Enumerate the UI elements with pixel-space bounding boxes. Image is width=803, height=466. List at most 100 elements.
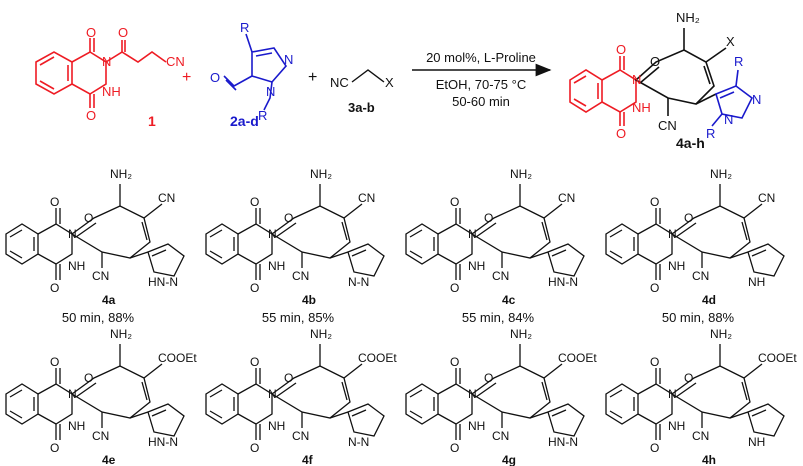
reagent-3-nc: NC: [330, 75, 349, 90]
n-label: N: [468, 387, 477, 401]
conditions-line-3: 50-60 min: [452, 94, 510, 109]
product-r-bottom: R: [706, 126, 715, 141]
reagent-3: NC X 3a-b: [330, 69, 394, 115]
o-top-label: O: [450, 195, 459, 209]
reagent-1-cn: CN: [166, 54, 185, 69]
pyrazole-label: HN-N: [148, 435, 178, 449]
product-4h: NH₂OOONNHCNCOOEtNH4h55 min, 86%: [605, 327, 797, 466]
pyrazole-label: HN-N: [548, 435, 578, 449]
pyrazole-label: HN-N: [548, 275, 578, 289]
conditions-line-1: 20 mol%, L-Proline: [426, 50, 536, 65]
o-ring-label: O: [284, 211, 293, 225]
substituent-label: CN: [558, 191, 575, 205]
o-top-label: O: [250, 355, 259, 369]
reagent-2-r-top: R: [240, 20, 249, 35]
o-bottom-label: O: [650, 281, 659, 295]
o-top-label: O: [250, 195, 259, 209]
nh-label: NH: [268, 259, 285, 273]
o-ring-label: O: [484, 211, 493, 225]
o-bottom-label: O: [450, 281, 459, 295]
n-label: N: [668, 387, 677, 401]
nh2-label: NH₂: [310, 167, 332, 181]
nh-label: NH: [668, 419, 685, 433]
product-nh2: NH₂: [676, 10, 700, 25]
reagent-1-nh: NH: [102, 84, 121, 99]
reagent-3-label: 3a-b: [348, 100, 375, 115]
time-yield: 50 min, 88%: [62, 310, 135, 325]
compound-id: 4e: [102, 453, 116, 466]
substituent-label: COOEt: [158, 351, 197, 365]
reagent-1-o-top: O: [86, 25, 96, 40]
n-label: N: [668, 227, 677, 241]
o-ring-label: O: [284, 371, 293, 385]
o-top-label: O: [650, 355, 659, 369]
o-bottom-label: O: [250, 441, 259, 455]
nh-label: NH: [468, 419, 485, 433]
product-o-bottom: O: [616, 126, 626, 141]
pyrazole-label: N-N: [348, 435, 369, 449]
time-yield: 55 min, 85%: [262, 310, 335, 325]
substituent-label: CN: [158, 191, 175, 205]
o-bottom-label: O: [50, 441, 59, 455]
reagent-2-n-sub: N: [266, 84, 275, 99]
n-label: N: [68, 387, 77, 401]
product-nh: NH: [632, 100, 651, 115]
n-label: N: [68, 227, 77, 241]
cn-label: CN: [492, 269, 509, 283]
compound-id: 4h: [702, 453, 716, 466]
product-n-ring: N: [752, 92, 761, 107]
reagent-3-x: X: [385, 75, 394, 90]
product-cn: CN: [658, 118, 677, 133]
reagent-1: O O O CN N NH 1: [35, 25, 185, 129]
compound-id: 4d: [702, 293, 716, 307]
cn-label: CN: [692, 269, 709, 283]
n-label: N: [468, 227, 477, 241]
plus-sign-2: +: [308, 69, 317, 86]
o-ring-label: O: [484, 371, 493, 385]
product-4a-h: NH₂ X O O O N NH CN R N N R 4a-h: [569, 10, 761, 151]
substituent-label: CN: [358, 191, 375, 205]
reagent-2-label: 2a-d: [230, 113, 259, 129]
cn-label: CN: [692, 429, 709, 443]
pyrazole-label: HN-N: [148, 275, 178, 289]
nh2-label: NH₂: [510, 327, 532, 341]
product-r-top: R: [734, 54, 743, 69]
o-top-label: O: [450, 355, 459, 369]
conditions-line-2: EtOH, 70-75 °C: [436, 77, 526, 92]
o-ring-label: O: [84, 371, 93, 385]
cn-label: CN: [292, 429, 309, 443]
nh2-label: NH₂: [110, 167, 132, 181]
substituent-label: COOEt: [358, 351, 397, 365]
product-n: N: [632, 72, 641, 87]
reagent-1-label: 1: [148, 113, 156, 129]
reagent-2-o: O: [210, 70, 220, 85]
compound-id: 4f: [302, 453, 314, 466]
nh2-label: NH₂: [710, 327, 732, 341]
substituent-label: COOEt: [758, 351, 797, 365]
nh2-label: NH₂: [710, 167, 732, 181]
nh-label: NH: [668, 259, 685, 273]
reagent-1-n: N: [102, 54, 111, 69]
substituent-label: CN: [758, 191, 775, 205]
nh-label: NH: [68, 419, 85, 433]
reagent-2-r-bottom: R: [258, 108, 267, 123]
pyrazole-label: N-N: [348, 275, 369, 289]
substituent-label: COOEt: [558, 351, 597, 365]
cn-label: CN: [92, 269, 109, 283]
n-label: N: [268, 227, 277, 241]
time-yield: 55 min, 84%: [462, 310, 535, 325]
cn-label: CN: [92, 429, 109, 443]
o-bottom-label: O: [650, 441, 659, 455]
product-x: X: [726, 34, 735, 49]
product-o-top: O: [616, 42, 626, 57]
compound-id: 4g: [502, 453, 516, 466]
nh-label: NH: [268, 419, 285, 433]
o-ring-label: O: [684, 371, 693, 385]
o-top-label: O: [50, 195, 59, 209]
